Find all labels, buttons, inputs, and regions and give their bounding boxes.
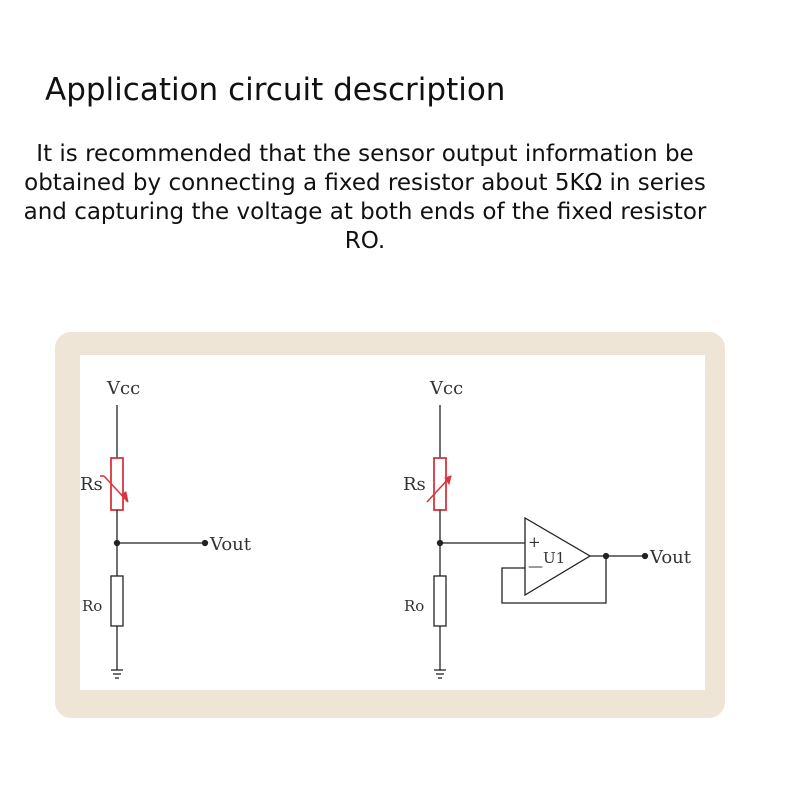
- opamp-minus-label: —: [528, 557, 543, 575]
- opamp-plus-label: +: [528, 533, 541, 551]
- description-text: It is recommended that the sensor output…: [23, 141, 707, 254]
- right-vout-node: [641, 552, 649, 560]
- page-title: Application circuit description: [45, 72, 506, 108]
- right-rs-label: Rs: [403, 474, 426, 495]
- left-circuit: [100, 405, 209, 679]
- left-junction: [113, 539, 121, 547]
- left-ground-icon: [111, 669, 123, 679]
- right-ro-label: Ro: [404, 597, 424, 615]
- opamp-triangle: [524, 516, 592, 597]
- right-junction: [436, 539, 444, 547]
- circuit-canvas: [80, 355, 705, 690]
- left-rs-label: Rs: [80, 474, 103, 495]
- left-ro-resistor: [110, 575, 124, 627]
- left-vout-label: Vout: [209, 534, 252, 555]
- right-ro-resistor: [433, 575, 447, 627]
- left-ro-label: Ro: [82, 597, 102, 615]
- right-circuit: [426, 405, 649, 679]
- right-vout-label: Vout: [649, 547, 692, 568]
- left-rs-arrow-line: [103, 475, 129, 503]
- left-rs-resistor: [110, 457, 124, 511]
- right-ground-icon: [434, 669, 446, 679]
- right-rs-arrowhead: [444, 475, 452, 486]
- left-rs-arrowhead: [121, 491, 129, 503]
- right-vcc-label: Vcc: [429, 378, 463, 399]
- opamp-u1-label: U1: [543, 549, 565, 567]
- left-vout-node: [201, 539, 209, 547]
- left-vcc-label: Vcc: [106, 378, 140, 399]
- feedback-wire: [501, 556, 607, 604]
